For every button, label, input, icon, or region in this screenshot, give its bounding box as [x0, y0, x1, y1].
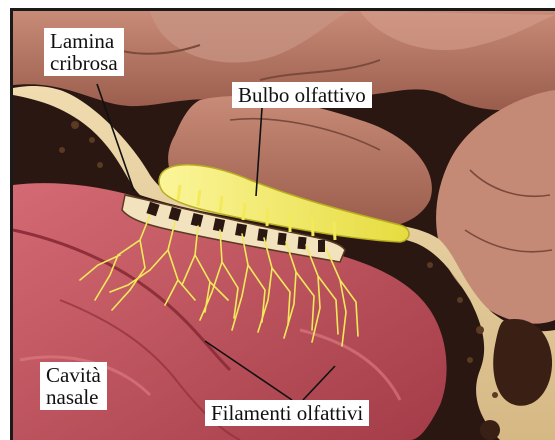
label-filamenti-olfattivi: Filamenti olfattivi: [205, 400, 369, 426]
label-bulbo-olfattivo: Bulbo olfattivo: [232, 82, 372, 108]
label-cavita-line2: nasale: [46, 386, 101, 408]
label-cavita-line1: Cavità: [46, 364, 101, 386]
label-bulbo-text: Bulbo olfattivo: [238, 84, 366, 106]
label-lamina-line2: cribrosa: [50, 52, 118, 74]
label-cavita-nasale: Cavità nasale: [40, 362, 107, 410]
label-filamenti-text: Filamenti olfattivi: [211, 402, 363, 424]
label-lamina-cribrosa: Lamina cribrosa: [44, 28, 124, 76]
label-lamina-line1: Lamina: [50, 30, 118, 52]
